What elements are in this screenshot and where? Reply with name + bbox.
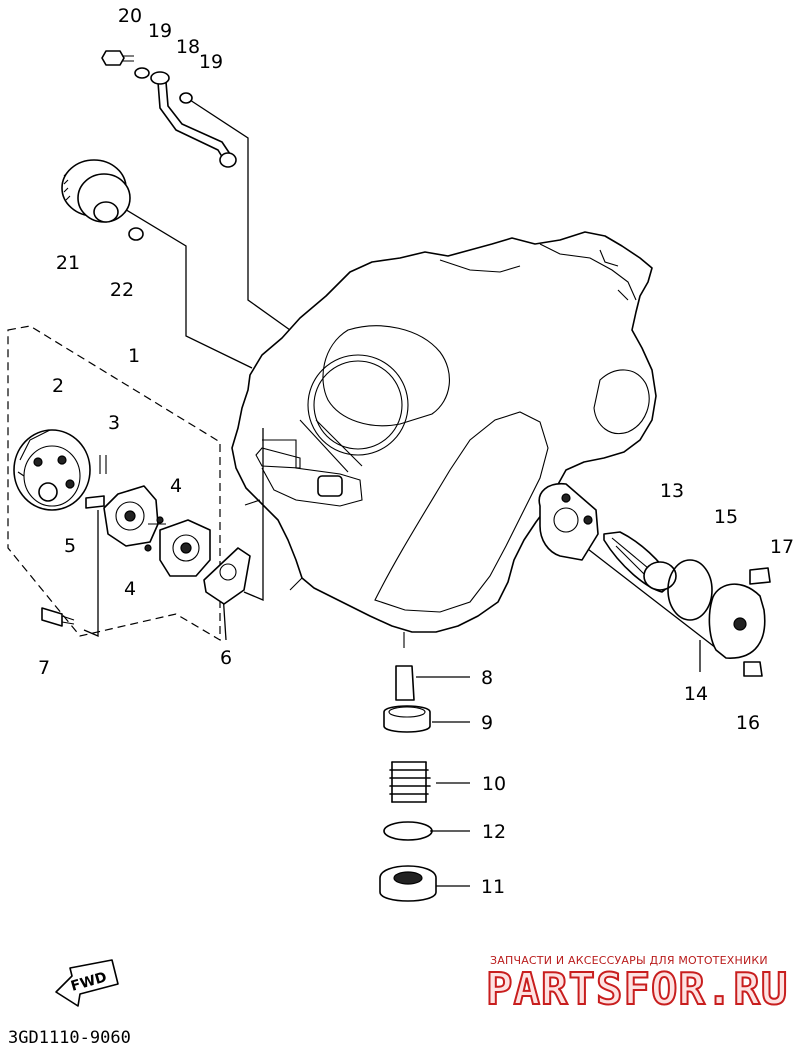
callout-17: 17 bbox=[770, 536, 794, 558]
callout-10: 10 bbox=[482, 773, 506, 795]
callout-2: 2 bbox=[52, 375, 64, 397]
watermark-logo: PARTSFOR.RU bbox=[485, 963, 789, 1016]
oil-pump-assembly-outline bbox=[7, 325, 221, 642]
callout-19-upper: 19 bbox=[148, 20, 172, 42]
callout-11: 11 bbox=[481, 876, 505, 898]
callout-18: 18 bbox=[176, 36, 200, 58]
oil-pump-drive-gear bbox=[61, 159, 144, 241]
diagram-code: 3GD1110-9060 bbox=[8, 1028, 131, 1048]
callout-22: 22 bbox=[110, 279, 134, 301]
callout-16: 16 bbox=[736, 712, 760, 734]
callout-4-right: 4 bbox=[170, 475, 182, 497]
callout-6: 6 bbox=[220, 647, 232, 669]
callout-15: 15 bbox=[714, 506, 738, 528]
callout-13: 13 bbox=[660, 480, 684, 502]
callout-12: 12 bbox=[482, 821, 506, 843]
callout-7: 7 bbox=[38, 657, 50, 679]
callout-5: 5 bbox=[64, 535, 76, 557]
callout-20: 20 bbox=[118, 5, 142, 27]
callout-4-left: 4 bbox=[124, 578, 136, 600]
callout-21: 21 bbox=[56, 252, 80, 274]
callout-9: 9 bbox=[481, 712, 493, 734]
oil-delivery-pipe bbox=[101, 50, 237, 168]
callout-19-lower: 19 bbox=[199, 51, 223, 73]
callout-8: 8 bbox=[481, 667, 493, 689]
callout-numbers: 20 19 18 19 21 22 1 2 3 4 5 4 7 6 13 15 … bbox=[38, 5, 794, 898]
callout-3: 3 bbox=[108, 412, 120, 434]
callout-1: 1 bbox=[128, 345, 140, 367]
oil-filter-group bbox=[538, 482, 771, 677]
forward-direction-indicator: FWD bbox=[55, 959, 119, 1007]
oil-pump-parts bbox=[13, 429, 251, 627]
callout-14: 14 bbox=[684, 683, 708, 705]
oil-strainer-group bbox=[379, 665, 437, 902]
crankcase-cover bbox=[231, 231, 657, 648]
watermark-tagline: ЗАПЧАСТИ И АКСЕССУАРЫ ДЛЯ МОТОТЕХНИКИ bbox=[490, 954, 768, 967]
